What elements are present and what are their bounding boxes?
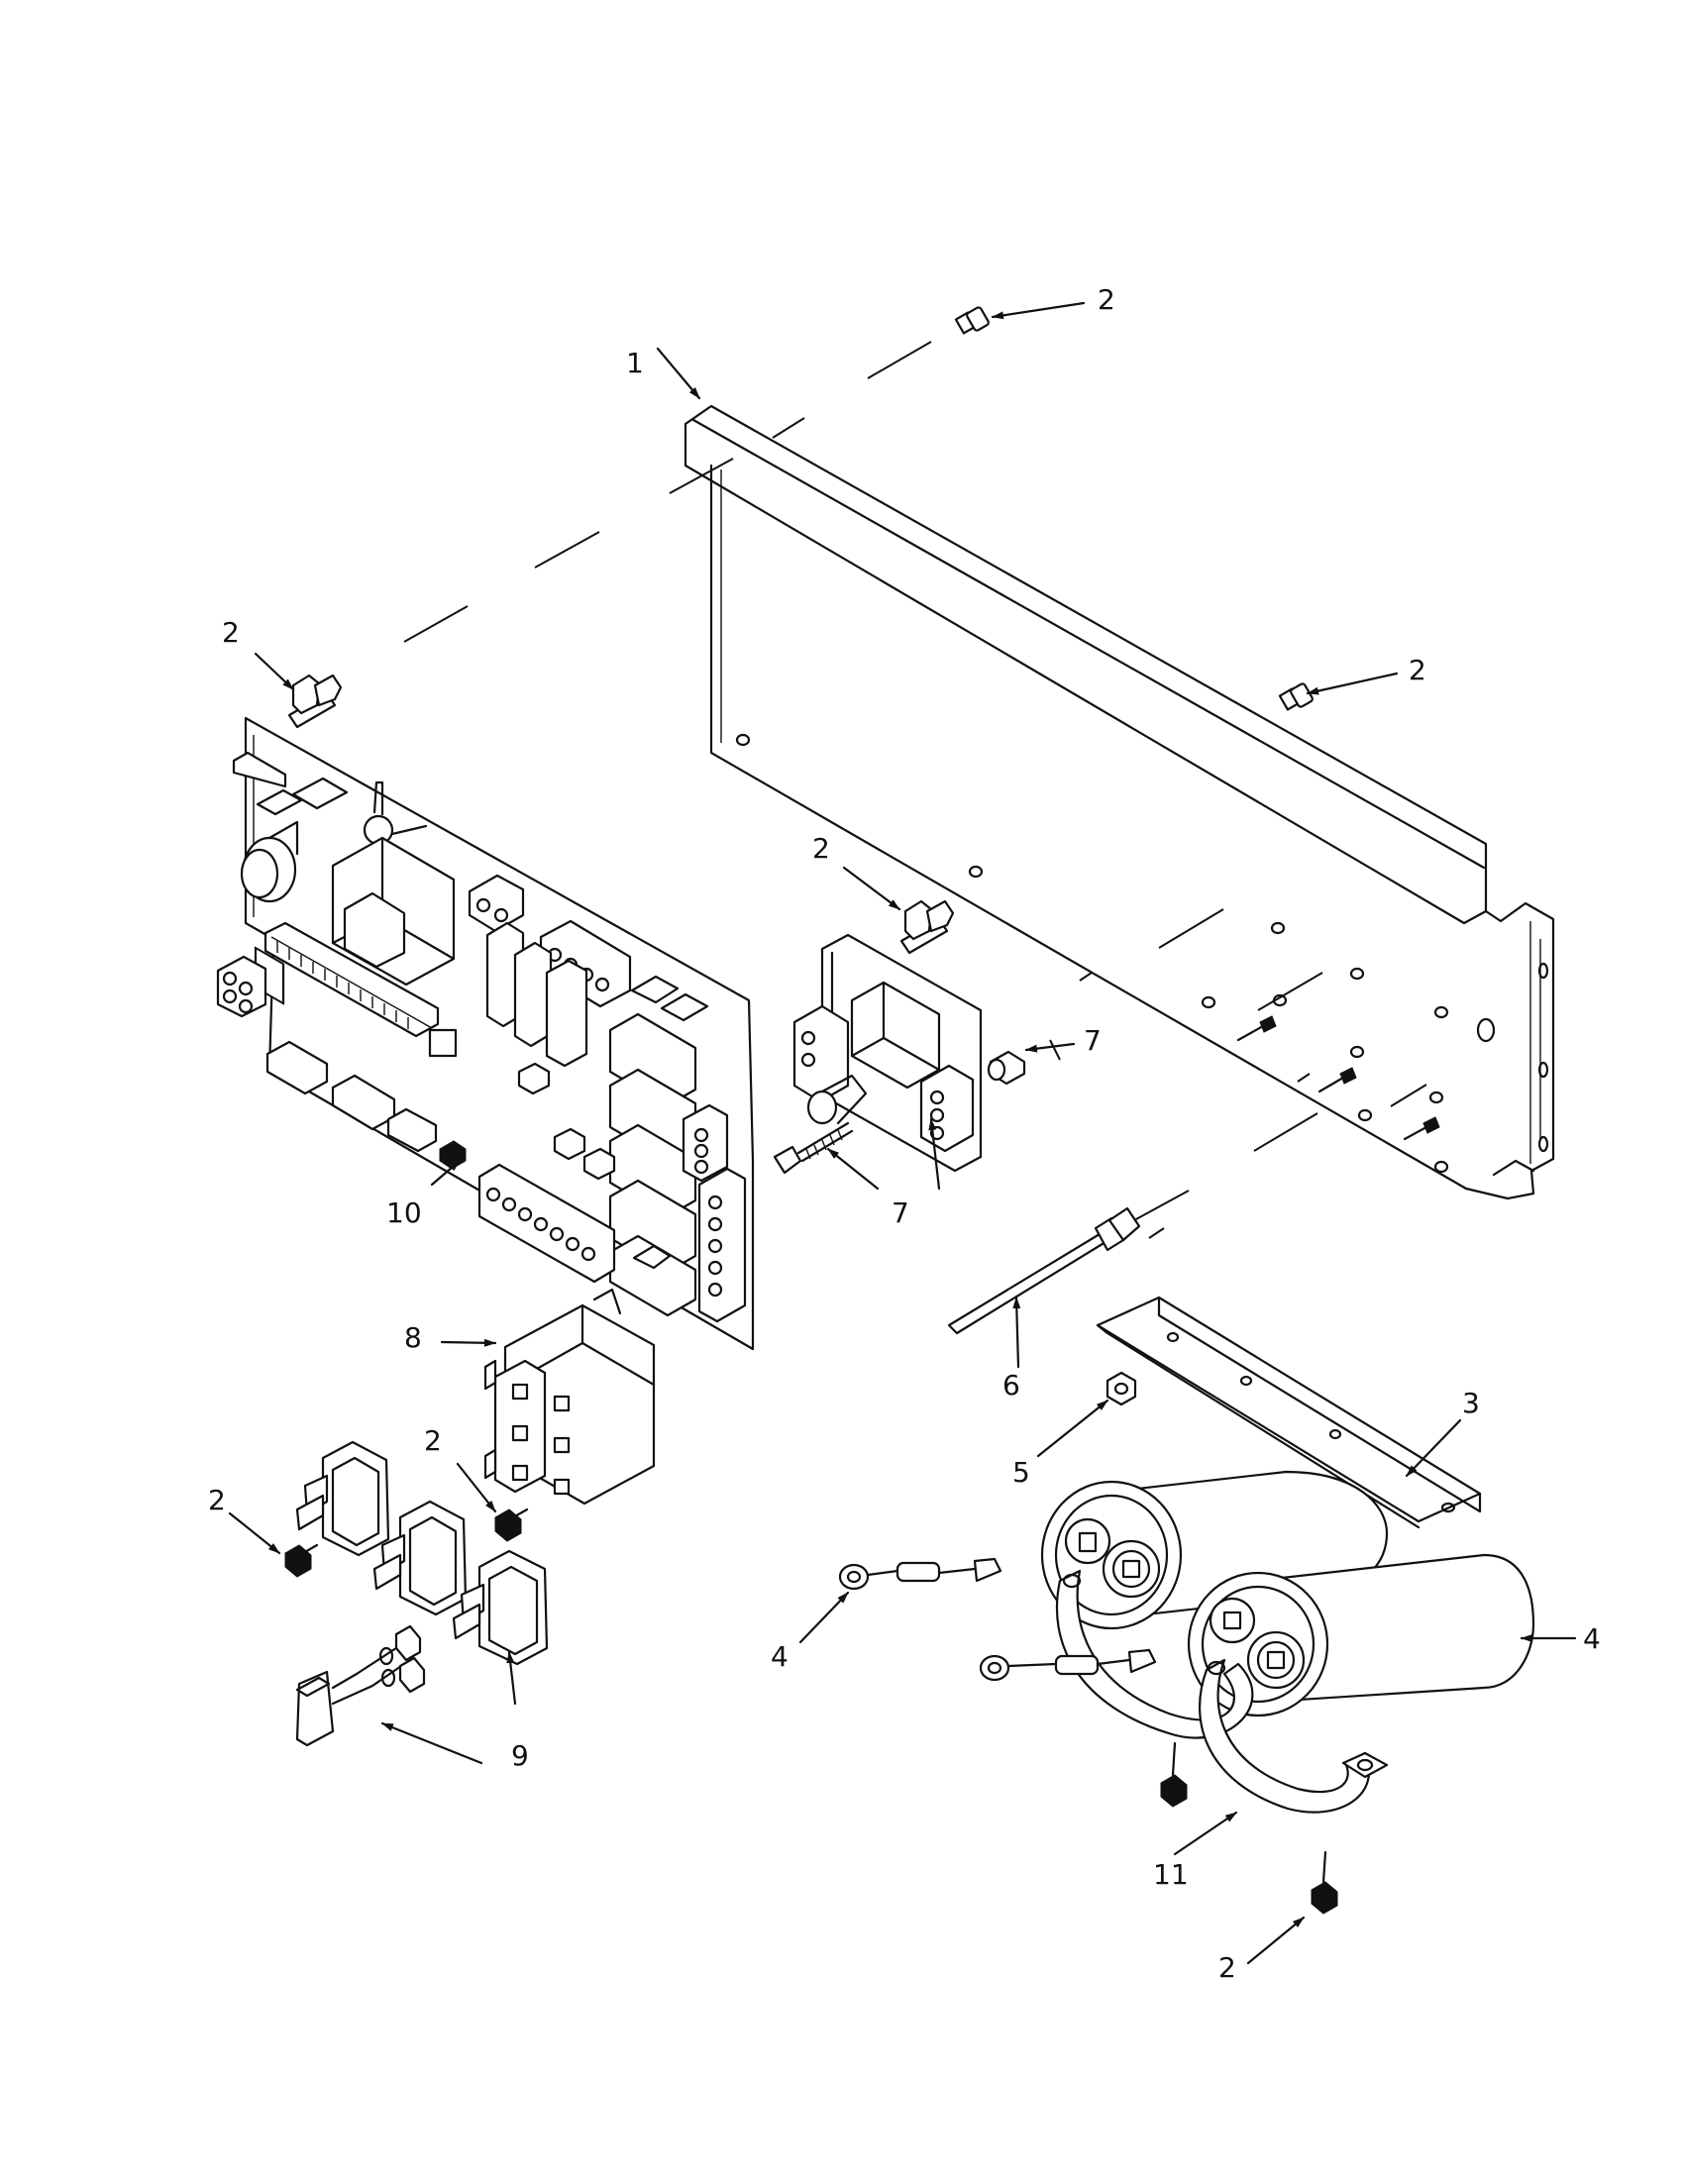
leader-lines (228, 301, 1577, 1965)
callout-11: 11 (1153, 1858, 1189, 1891)
callout-10: 10 (386, 1196, 422, 1229)
panel-holes (735, 733, 1549, 1174)
wire-harness-9 (295, 1624, 426, 1747)
screw-clamp-left (1160, 1741, 1188, 1808)
panel-studs (1236, 1015, 1440, 1141)
callout-2-plug-screw: 2 (208, 1484, 226, 1516)
callout-9: 9 (511, 1739, 529, 1772)
callout-2-sensor-board: 2 (812, 832, 830, 865)
callout-2-panel-right: 2 (1409, 654, 1426, 686)
callout-4-diode: 4 (771, 1640, 789, 1673)
screw-clamp-bottom (1311, 1850, 1338, 1915)
capacitor-clamp-lower (1199, 1658, 1389, 1814)
mounting-panel (684, 404, 1555, 1200)
callout-labels: 1 2 2 2 2 2 2 2 3 4 4 5 6 7 7 8 9 10 11 (208, 283, 1601, 1984)
standoff-board-left (287, 674, 343, 729)
callout-8: 8 (404, 1321, 422, 1354)
long-screw-7 (773, 1121, 854, 1175)
sensor-board (792, 933, 983, 1173)
callout-4-capacitor: 4 (1583, 1622, 1601, 1655)
plug-right (452, 1549, 549, 1666)
nut-5 (1105, 1371, 1137, 1406)
alignment-lines (403, 341, 1427, 1239)
capacitor-clamp-upper (1055, 1569, 1254, 1739)
diode-upper (838, 1557, 1002, 1591)
callout-1: 1 (626, 347, 644, 379)
callout-5: 5 (1012, 1456, 1030, 1489)
diode-lower (979, 1648, 1157, 1682)
screw-top-panel (954, 306, 990, 335)
plug-middle (372, 1500, 468, 1616)
callout-7-screw: 7 (892, 1196, 909, 1229)
relay (483, 1288, 656, 1506)
screw-right-panel (1278, 682, 1314, 711)
callout-2-board-left: 2 (222, 616, 240, 649)
cable-tie (947, 1206, 1141, 1335)
callout-3: 3 (1462, 1387, 1480, 1419)
screw-plug-left (284, 1543, 319, 1578)
main-control-board (216, 716, 755, 1351)
capacitor-lower (1187, 1553, 1535, 1717)
callout-2-relay-screw: 2 (424, 1424, 442, 1457)
screw-relay (494, 1508, 529, 1542)
spacer-7 (987, 1050, 1026, 1086)
callout-2-bottom: 2 (1218, 1951, 1236, 1984)
plug-left (295, 1440, 390, 1557)
standoff-board-right (899, 899, 955, 955)
capacitor-bracket (1096, 1296, 1482, 1529)
callout-2-top: 2 (1098, 283, 1115, 316)
callout-6: 6 (1002, 1369, 1020, 1402)
callout-7-spacer: 7 (1084, 1024, 1102, 1057)
